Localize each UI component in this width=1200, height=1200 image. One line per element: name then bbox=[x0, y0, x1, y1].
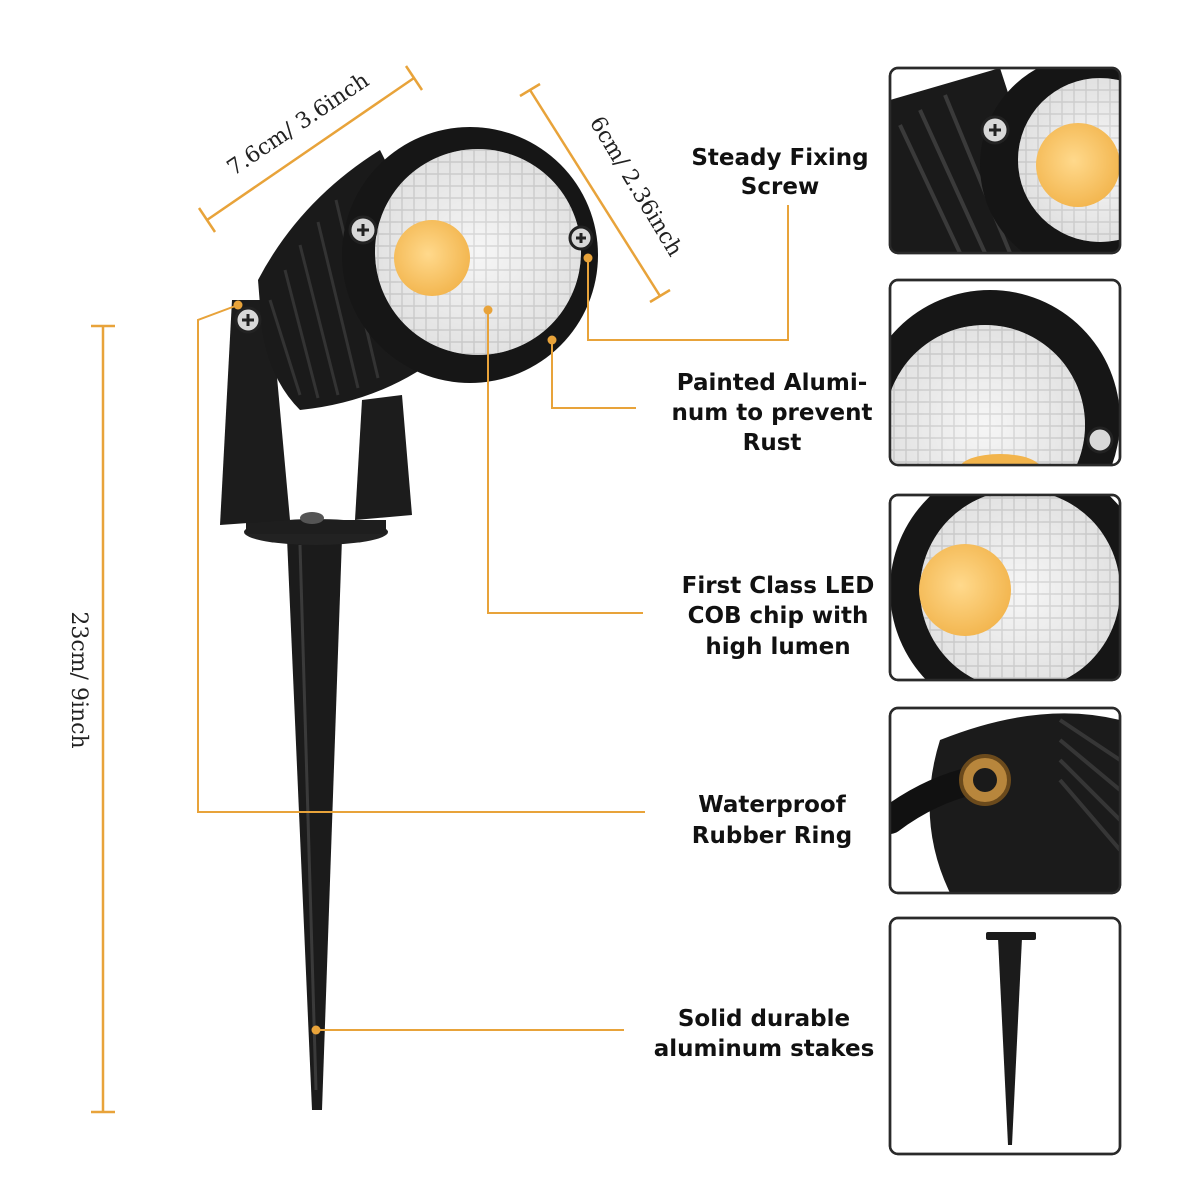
detail-panel-stake bbox=[888, 916, 1122, 1156]
fixing-screws bbox=[234, 215, 594, 334]
svg-text:Rubber Ring: Rubber Ring bbox=[692, 823, 852, 849]
detail-panel-rubber-ring bbox=[888, 706, 1122, 895]
detail-panel-aluminum bbox=[888, 278, 1122, 467]
detail-panel-led bbox=[888, 493, 1122, 682]
stake-spike bbox=[287, 538, 342, 1110]
svg-text:aluminum stakes: aluminum stakes bbox=[654, 1036, 875, 1062]
svg-text:Steady Fixing: Steady Fixing bbox=[691, 145, 868, 171]
spotlight-product bbox=[220, 127, 598, 1110]
detail-panel-screw bbox=[888, 66, 1122, 255]
dimension-lines bbox=[91, 65, 671, 1114]
feature-label-led-cob: First Class LED COB chip with high lumen bbox=[682, 573, 875, 660]
dimension-depth-label: 6cm/ 2.36inch bbox=[584, 112, 687, 261]
dimension-width-label: 7.6cm/ 3.6inch bbox=[223, 68, 374, 181]
callout-leaders bbox=[197, 205, 789, 1031]
feature-label-fixing-screw: Steady Fixing Screw bbox=[691, 145, 868, 200]
feature-label-rubber-ring: Waterproof Rubber Ring bbox=[692, 792, 852, 849]
feature-label-stakes: Solid durable aluminum stakes bbox=[654, 1006, 875, 1062]
svg-text:First Class LED: First Class LED bbox=[682, 573, 875, 599]
led-cob-chip bbox=[394, 220, 470, 296]
dimension-height-label: 23cm/ 9inch bbox=[66, 611, 91, 748]
svg-text:Painted Alumi-: Painted Alumi- bbox=[677, 370, 868, 396]
svg-text:Solid durable: Solid durable bbox=[678, 1006, 850, 1032]
svg-text:Screw: Screw bbox=[741, 174, 819, 200]
callout-dots bbox=[233, 253, 593, 1035]
bracket-right-arm bbox=[355, 395, 412, 520]
svg-text:COB chip with: COB chip with bbox=[688, 603, 869, 629]
svg-text:Waterproof: Waterproof bbox=[698, 792, 846, 818]
feature-label-painted-aluminum: Painted Alumi- num to prevent Rust bbox=[672, 370, 873, 456]
svg-text:num to prevent: num to prevent bbox=[672, 400, 873, 426]
svg-text:high lumen: high lumen bbox=[705, 634, 850, 660]
svg-text:Rust: Rust bbox=[743, 430, 802, 456]
